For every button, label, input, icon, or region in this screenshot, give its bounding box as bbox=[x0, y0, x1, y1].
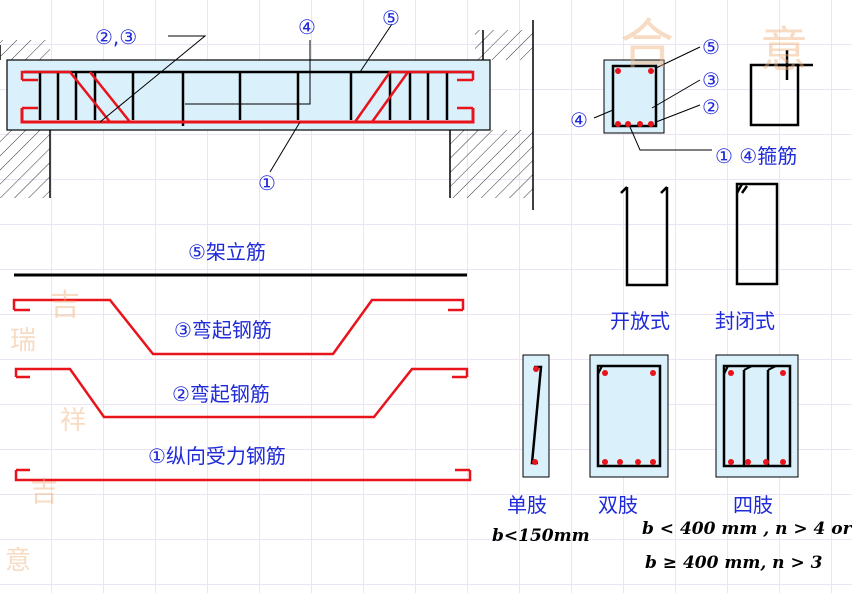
single-leg-stirrup bbox=[522, 354, 550, 478]
seal-stamp-icon: 瑞 bbox=[10, 326, 37, 356]
main-bar-shape bbox=[14, 470, 472, 482]
seal-stamp-icon: 合 bbox=[620, 13, 674, 76]
label-bars-2-3: ②,③ bbox=[95, 25, 138, 49]
label-bar-4: ④ bbox=[298, 15, 316, 39]
bent-bar-2-shape bbox=[14, 367, 469, 419]
four-leg-stirrup bbox=[715, 354, 799, 478]
label-bar-5: ⑤ bbox=[382, 6, 400, 30]
stirrup-label-closed: 封闭式 bbox=[715, 309, 775, 333]
seal-stamp-icon: 意 bbox=[760, 22, 809, 78]
formula-four-b: b ≥ 400 mm, n > 3 bbox=[645, 553, 823, 573]
section-label-5: ⑤ bbox=[702, 35, 720, 59]
left-support-wall bbox=[0, 40, 51, 198]
beam-bent-bar bbox=[20, 70, 475, 124]
beam-bent-bar-2 bbox=[89, 71, 131, 123]
beam-elevation bbox=[6, 23, 491, 173]
right-support-wall bbox=[449, 20, 534, 210]
section-label-2: ② bbox=[702, 95, 720, 119]
rebar-breakdown bbox=[12, 273, 472, 482]
bent-bar-3-shape bbox=[12, 298, 465, 356]
beam-stirrups bbox=[38, 72, 449, 126]
bar-label-bent-3: ③弯起钢筋 bbox=[174, 318, 272, 342]
double-leg-stirrup bbox=[589, 354, 669, 478]
leg-label-four: 四肢 bbox=[733, 493, 773, 517]
bar-label-bent-2: ②弯起钢筋 bbox=[172, 382, 270, 406]
label-bar-1: ① bbox=[258, 171, 276, 195]
bar-label-main: ①纵向受力钢筋 bbox=[148, 444, 286, 468]
bar-label-erection: ⑤架立筋 bbox=[188, 240, 266, 264]
formula-single: b<150mm bbox=[492, 526, 590, 546]
seal-stamp-icon: 意 bbox=[5, 546, 32, 576]
section-label-stirrup: ① ④箍筋 bbox=[715, 144, 798, 168]
section-label-3: ③ bbox=[702, 68, 720, 92]
leg-label-double: 双肢 bbox=[598, 493, 638, 517]
section-label-4: ④ bbox=[570, 108, 588, 132]
seal-stamp-icon: 吉 bbox=[50, 288, 80, 323]
open-stirrup bbox=[620, 186, 669, 287]
seal-stamp-icon: 祥 bbox=[60, 406, 87, 436]
leg-label-single: 单肢 bbox=[507, 493, 547, 517]
seal-stamp-icon: 吉 bbox=[30, 475, 59, 508]
beam-bent-bar-3 bbox=[370, 71, 410, 123]
closed-stirrup bbox=[735, 182, 779, 286]
formula-four-a: b < 400 mm , n > 4 or bbox=[642, 519, 852, 539]
beam-cross-section bbox=[593, 46, 712, 151]
rebar-diagram-canvas bbox=[0, 20, 813, 482]
stirrup-label-open: 开放式 bbox=[610, 309, 670, 333]
stirrup-hook-detail bbox=[749, 50, 813, 127]
